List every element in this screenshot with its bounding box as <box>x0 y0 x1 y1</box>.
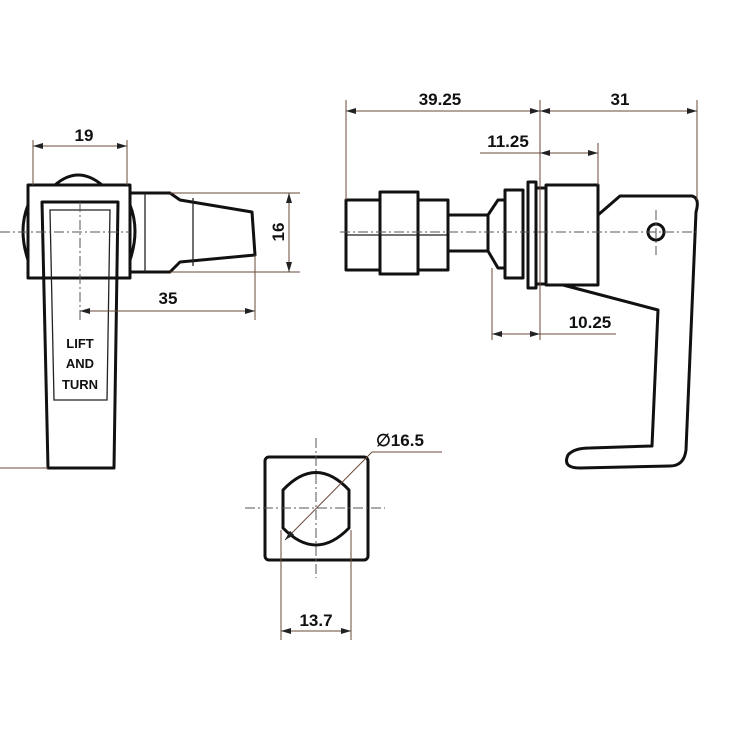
dim-39-25: 39.25 <box>419 90 462 109</box>
side-view: 39.25 31 11.25 10.25 <box>340 90 700 470</box>
dim-19: 19 <box>75 126 94 145</box>
dim-11-25: 11.25 <box>487 132 529 151</box>
dim-diameter-16-5: ∅16.5 <box>376 431 424 450</box>
front-view: LIFT AND TURN 19 16 35 <box>0 126 300 470</box>
dim-13-7: 13.7 <box>299 611 332 630</box>
dim-35: 35 <box>159 289 178 308</box>
cylinder <box>544 183 600 287</box>
dim-10-25: 10.25 <box>569 313 612 332</box>
shaft <box>446 213 490 253</box>
cutout-shape <box>281 471 351 547</box>
handle-side <box>562 194 699 470</box>
frame-dome <box>54 173 103 187</box>
cutout-view: ∅16.5 13.7 <box>245 431 442 640</box>
handle-front <box>40 200 120 470</box>
handle-text-lift: LIFT <box>66 336 93 351</box>
dim-16: 16 <box>269 223 288 242</box>
washer <box>503 188 525 280</box>
mount-frame <box>26 183 132 280</box>
handle-text-turn: TURN <box>62 377 98 392</box>
handle-text-and: AND <box>66 356 94 371</box>
dim-31: 31 <box>611 90 630 109</box>
